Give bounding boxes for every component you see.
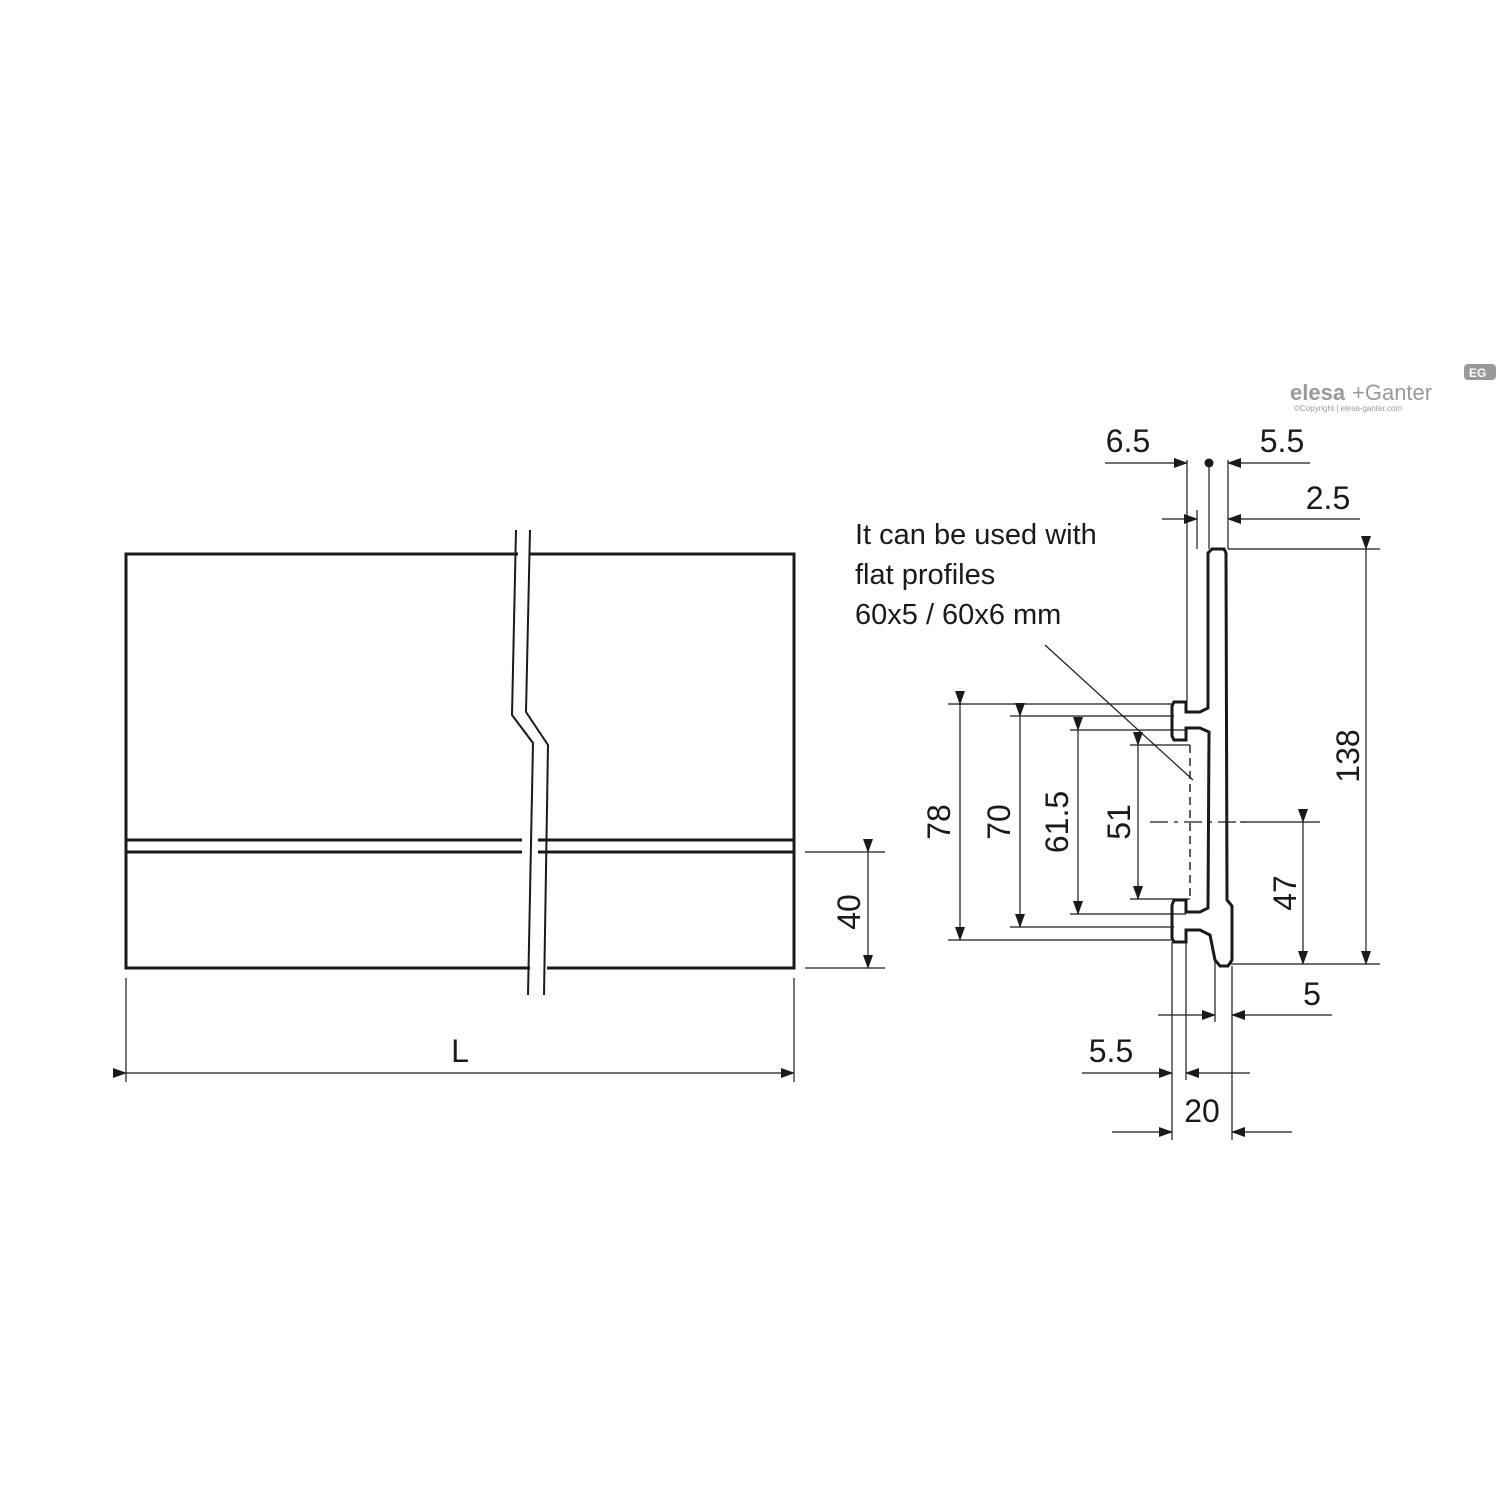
- dim-138-label: 138: [1330, 729, 1366, 782]
- break-line-right: [524, 529, 550, 996]
- dim-6-5-label: 6.5: [1106, 423, 1150, 459]
- logo-brand-bold: elesa: [1290, 380, 1346, 405]
- logo-brand-rest: +Ganter: [1352, 380, 1432, 405]
- note-line-1: It can be used with: [855, 519, 1097, 551]
- logo-badge-text: EG: [1469, 366, 1486, 380]
- dim-47-label: 47: [1267, 875, 1303, 911]
- note-line-3: 60x5 / 60x6 mm: [855, 599, 1061, 631]
- logo-badge: [1464, 364, 1496, 380]
- logo-copyright: ©Copyright | elesa-ganter.com: [1294, 404, 1402, 413]
- dim-20-label: 20: [1184, 1093, 1220, 1129]
- front-view: L 40: [113, 529, 885, 1082]
- dim-70-label: 70: [981, 804, 1017, 840]
- break-line-left: [510, 529, 535, 996]
- dim-51-label: 51: [1101, 804, 1137, 840]
- elesa-ganter-logo: elesa +Ganter EG ©Copyright | elesa-gant…: [1290, 364, 1496, 413]
- front-right-outline: [530, 552, 796, 970]
- dim-78-label: 78: [921, 804, 957, 840]
- dim-61-5-label: 61.5: [1039, 791, 1075, 853]
- dim-2-5-label: 2.5: [1306, 480, 1350, 516]
- front-left-outline: [124, 552, 530, 970]
- dim-origin-dot: [1204, 458, 1214, 468]
- dim-5-label: 5: [1303, 976, 1321, 1012]
- dim-L-label: L: [451, 1033, 469, 1069]
- note-line-2: flat profiles: [855, 559, 995, 591]
- note-leader-line: [1044, 644, 1194, 781]
- dim-40-label: 40: [831, 894, 867, 930]
- side-view: 6.5 5.5 2.5 138 47 78 70 61.5: [921, 423, 1380, 1140]
- usage-note: It can be used with flat profiles 60x5 /…: [855, 519, 1194, 781]
- dim-5-5-top-label: 5.5: [1260, 423, 1304, 459]
- dim-5-5-bottom-label: 5.5: [1089, 1033, 1133, 1069]
- profile-outline: [1170, 547, 1234, 968]
